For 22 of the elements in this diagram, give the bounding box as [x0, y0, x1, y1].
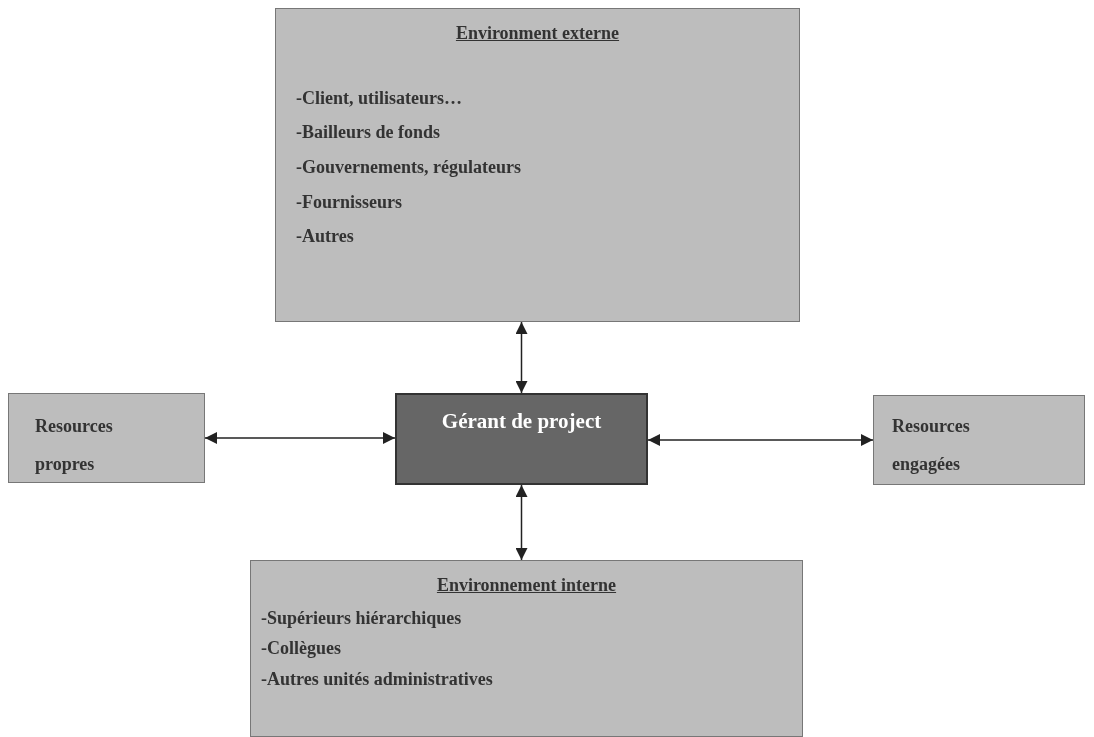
- process-box: [395, 393, 648, 485]
- heading: Environment externe: [454, 23, 621, 44]
- double-arrow: [204, 432, 396, 444]
- list-item: Resources propres: [35, 415, 114, 476]
- list-item: -Autres unités administratives: [261, 669, 494, 690]
- list-item: -Client, utilisateurs…: [296, 87, 463, 109]
- double-arrow: [515, 484, 528, 561]
- list-item: -Fournisseurs: [296, 191, 403, 213]
- heading: Environnement interne: [435, 575, 618, 596]
- list-item: -Bailleurs de fonds: [296, 122, 442, 144]
- process-box: [275, 8, 800, 322]
- list-item: -Gouvernements, régulateurs: [296, 157, 522, 178]
- process-box: [250, 560, 803, 737]
- double-arrow: [647, 434, 874, 446]
- double-arrow: [515, 321, 528, 394]
- list-item: -Collègues: [261, 638, 342, 660]
- list-item: -Autres: [296, 226, 355, 248]
- list-item: Gérant de project: [440, 409, 603, 434]
- list-item: -Supérieurs hiérarchiques: [261, 607, 463, 629]
- list-item: Resources engagées: [892, 415, 971, 476]
- process-box: [873, 395, 1085, 485]
- process-box: [8, 393, 205, 483]
